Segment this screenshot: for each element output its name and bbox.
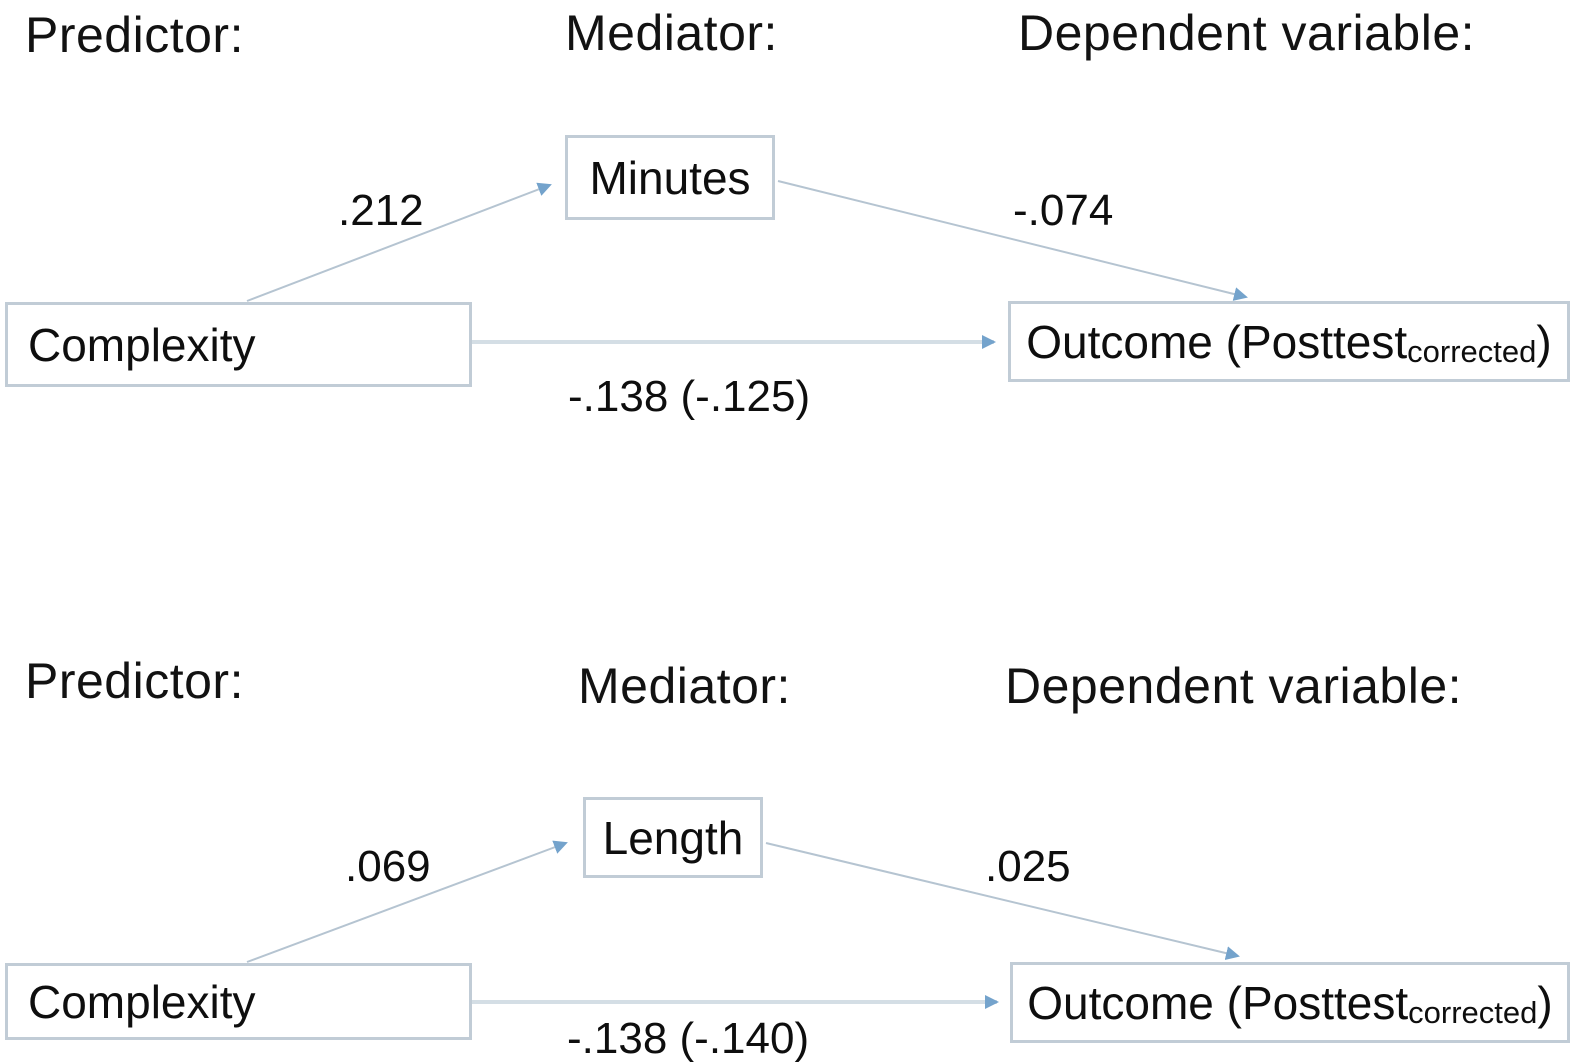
column-header-predictor-2: Predictor: — [25, 653, 244, 709]
outcome-box-label-close-paren-2: ) — [1537, 976, 1553, 1029]
predictor-box-label-2: Complexity — [28, 975, 256, 1028]
mediator-box-length: Length — [583, 797, 763, 878]
coefficient-direct-effect-2: -.138 (-.140) — [567, 1014, 810, 1063]
mediator-box-minutes: Minutes — [565, 135, 775, 220]
coefficient-mediator-to-outcome-2: .025 — [985, 842, 1071, 891]
coefficient-predictor-to-mediator: .212 — [338, 186, 424, 235]
outcome-box-label: Outcome (Posttest — [1026, 315, 1408, 368]
outcome-box-label-close-paren: ) — [1536, 315, 1552, 368]
predictor-box-complexity-2: Complexity — [5, 963, 472, 1040]
mediator-box-label: Minutes — [589, 151, 751, 204]
column-header-mediator-2: Mediator: — [578, 658, 791, 714]
mediator-box-label-2: Length — [602, 811, 744, 864]
outcome-box-label-subscript-2: corrected — [1408, 994, 1538, 1030]
column-header-mediator: Mediator: — [565, 5, 778, 61]
column-header-dependent-variable: Dependent variable: — [1018, 5, 1476, 61]
coefficient-mediator-to-outcome: -.074 — [1013, 186, 1114, 235]
predictor-box-label: Complexity — [28, 318, 256, 371]
column-header-dependent-variable-2: Dependent variable: — [1005, 658, 1463, 714]
outcome-box-label-subscript: corrected — [1407, 333, 1537, 369]
arrow-minutes-to-outcome — [777, 180, 1248, 301]
predictor-box-complexity: Complexity — [5, 302, 472, 387]
outcome-box-label-2: Outcome (Posttest — [1027, 976, 1409, 1029]
coefficient-predictor-to-mediator-2: .069 — [345, 842, 431, 891]
coefficient-direct-effect: -.138 (-.125) — [568, 372, 811, 421]
column-header-predictor: Predictor: — [25, 7, 244, 63]
